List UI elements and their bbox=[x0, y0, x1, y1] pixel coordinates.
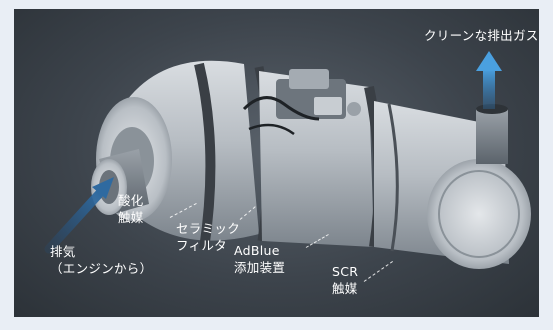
scr-catalyst-module bbox=[374, 101, 531, 269]
exhaust-inlet-arrow-icon bbox=[44, 177, 114, 254]
diagram-panel: クリーンな排出ガス 酸化 触媒 セラミック フィルタ AdBlue 添加装置 S… bbox=[14, 9, 539, 317]
clean-exhaust-arrow-icon bbox=[476, 51, 502, 109]
exhaust-inlet-label: 排気 （エンジンから） bbox=[50, 244, 153, 276]
ceramic-filter-label: セラミック フィルタ bbox=[176, 221, 241, 253]
adblue-dosing-label: AdBlue 添加装置 bbox=[234, 243, 286, 275]
clean-exhaust-label: クリーンな排出ガス bbox=[424, 28, 539, 43]
scr-catalyst-label: SCR 触媒 bbox=[332, 264, 359, 296]
adblue-dosing-hardware bbox=[242, 69, 361, 136]
exhaust-aftertreatment-unit-illustration bbox=[44, 51, 531, 269]
exhaust-outlet-stack bbox=[476, 104, 508, 164]
oxidation-catalyst-label: 酸化 触媒 bbox=[118, 193, 144, 225]
